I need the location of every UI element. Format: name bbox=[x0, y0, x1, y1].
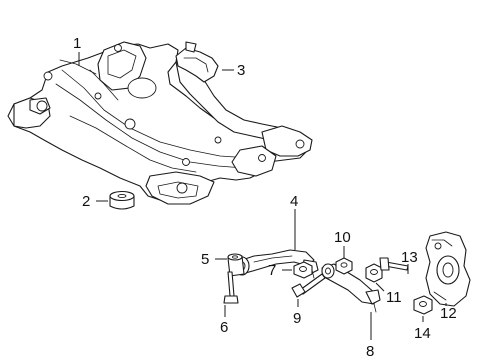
bolt-13 bbox=[379, 257, 409, 271]
callout-10: 10 bbox=[334, 229, 351, 246]
lower-control-arm bbox=[321, 263, 381, 313]
crossmember-subframe bbox=[7, 41, 313, 205]
heat-shield-bracket bbox=[175, 41, 219, 83]
callout-13: 13 bbox=[401, 249, 418, 266]
callout-5: 5 bbox=[201, 251, 209, 268]
callout-3: 3 bbox=[237, 62, 245, 79]
bolt-9 bbox=[291, 273, 326, 298]
callout-labels: 1 2 3 4 5 6 7 8 9 10 11 12 13 14 bbox=[73, 35, 457, 360]
callout-6: 6 bbox=[220, 319, 228, 336]
callout-14: 14 bbox=[414, 325, 431, 342]
bolt-6 bbox=[223, 271, 239, 304]
nut-10 bbox=[335, 257, 353, 275]
callout-9: 9 bbox=[293, 310, 301, 327]
callout-1: 1 bbox=[73, 35, 81, 52]
nut-7 bbox=[293, 261, 313, 279]
callout-2: 2 bbox=[82, 193, 90, 210]
callout-11: 11 bbox=[386, 289, 402, 306]
control-arm-bushing bbox=[227, 253, 245, 277]
steering-knuckle bbox=[425, 231, 471, 307]
callout-7: 7 bbox=[268, 262, 276, 279]
rubber-mount bbox=[109, 190, 135, 210]
callout-4: 4 bbox=[290, 193, 298, 210]
nut-14 bbox=[413, 295, 433, 315]
callout-12: 12 bbox=[440, 305, 457, 322]
callout-8: 8 bbox=[366, 343, 374, 360]
leader-lines bbox=[78, 52, 447, 340]
nut-11 bbox=[365, 263, 383, 283]
